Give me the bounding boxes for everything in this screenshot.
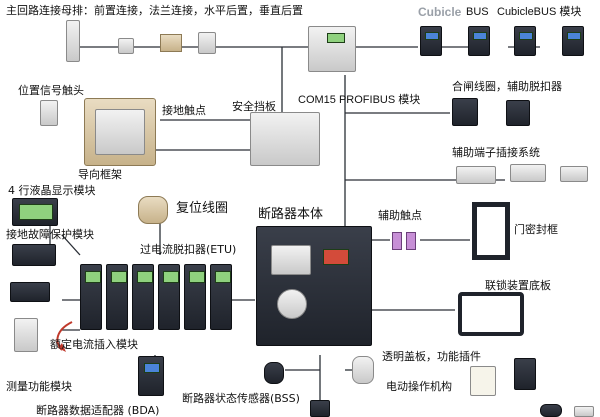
accessory-icon (540, 404, 562, 417)
module-icon (10, 282, 50, 302)
safety-shutter-icon (250, 112, 320, 166)
busbar-connector-icon (160, 34, 182, 52)
etu-module-icon (80, 264, 102, 330)
ground-fault-icon (12, 244, 56, 266)
aux-contact-icon (406, 232, 416, 250)
etu-module-icon (106, 264, 128, 330)
guide-frame-icon (84, 98, 156, 166)
measure-label: 测量功能模块 (6, 380, 72, 393)
interlock-base-icon (458, 292, 524, 336)
busbar-connector-icon (66, 20, 80, 62)
etu-module-icon (158, 264, 180, 330)
function-plug-icon (514, 358, 536, 390)
breaker-body-icon (256, 226, 372, 346)
coil-icon (452, 98, 478, 126)
etu-module-icon (132, 264, 154, 330)
aux-terminal-icon (510, 164, 546, 182)
coil-icon (506, 100, 530, 126)
cubicle-module-icon (562, 26, 584, 56)
breaker-body-label: 断路器本体 (258, 207, 324, 222)
cubicle-module-icon (514, 26, 536, 56)
closing-coil-label: 合闸线圈，辅助脱扣器 (452, 80, 562, 93)
com15-label: COM15 PROFIBUS 模块 (298, 94, 421, 106)
bda-label: 断路器数据适配器 (BDA) (36, 404, 160, 417)
busbar-connector-icon (198, 32, 216, 54)
rated-plug-icon (14, 318, 38, 352)
interlock-base-label: 联锁装置底板 (485, 279, 551, 292)
etu-module-icon (210, 264, 232, 330)
motor-op-label: 电动操作机构 (386, 380, 452, 393)
cubicle-module-icon (468, 26, 490, 56)
busbar-label: 主回路连接母排：前置连接，法兰连接，水平后置，垂直后置 (6, 4, 303, 17)
aux-terminal-icon (456, 166, 496, 184)
etu-module-icon (184, 264, 206, 330)
bus-box-label: BUS (466, 6, 489, 18)
rated-plug-label: 额定电流插入模块 (50, 338, 138, 351)
com15-module-icon (308, 26, 356, 72)
reset-coil-icon (138, 196, 168, 224)
ground-fault-label: 接地故障保护模块 (6, 228, 94, 241)
door-seal-label: 门密封框 (514, 223, 558, 236)
aux-contact-label: 辅助触点 (378, 209, 422, 222)
transparent-cover-icon (470, 366, 496, 396)
bss-sensor-icon (264, 362, 284, 384)
busbar-connector-icon (118, 38, 134, 54)
aux-terminal-icon (560, 166, 588, 182)
accessory-icon (574, 406, 594, 417)
safety-shutter-label: 安全挡板 (232, 100, 276, 113)
motor-icon (352, 356, 374, 384)
lcd-module-label: 4 行液晶显示模块 (8, 184, 96, 197)
ground-contact-label: 接地触点 (162, 104, 206, 117)
position-contact-label: 位置信号触头 (18, 84, 84, 97)
bss-label: 断路器状态传感器(BSS) (182, 392, 300, 405)
position-contact-icon (40, 100, 58, 126)
bda-icon (138, 356, 164, 396)
guide-frame-label: 导向框架 (78, 168, 122, 181)
cubicle-module-icon (420, 26, 442, 56)
lcd-module-icon (12, 198, 58, 226)
etu-label: 过电流脱扣器(ETU) (140, 243, 237, 256)
aux-terminal-label: 辅助端子插接系统 (452, 146, 540, 159)
door-seal-icon (472, 202, 510, 260)
reset-coil-label: 复位线圈 (176, 201, 229, 216)
cubicle-prefix-label: Cubicle (418, 5, 462, 19)
aux-contact-icon (392, 232, 402, 250)
bss-sensor-icon (310, 400, 330, 417)
transparent-cover-label: 透明盖板，功能插件 (382, 350, 481, 363)
cubicle-module-label: CubicleBUS 模块 (497, 6, 582, 18)
